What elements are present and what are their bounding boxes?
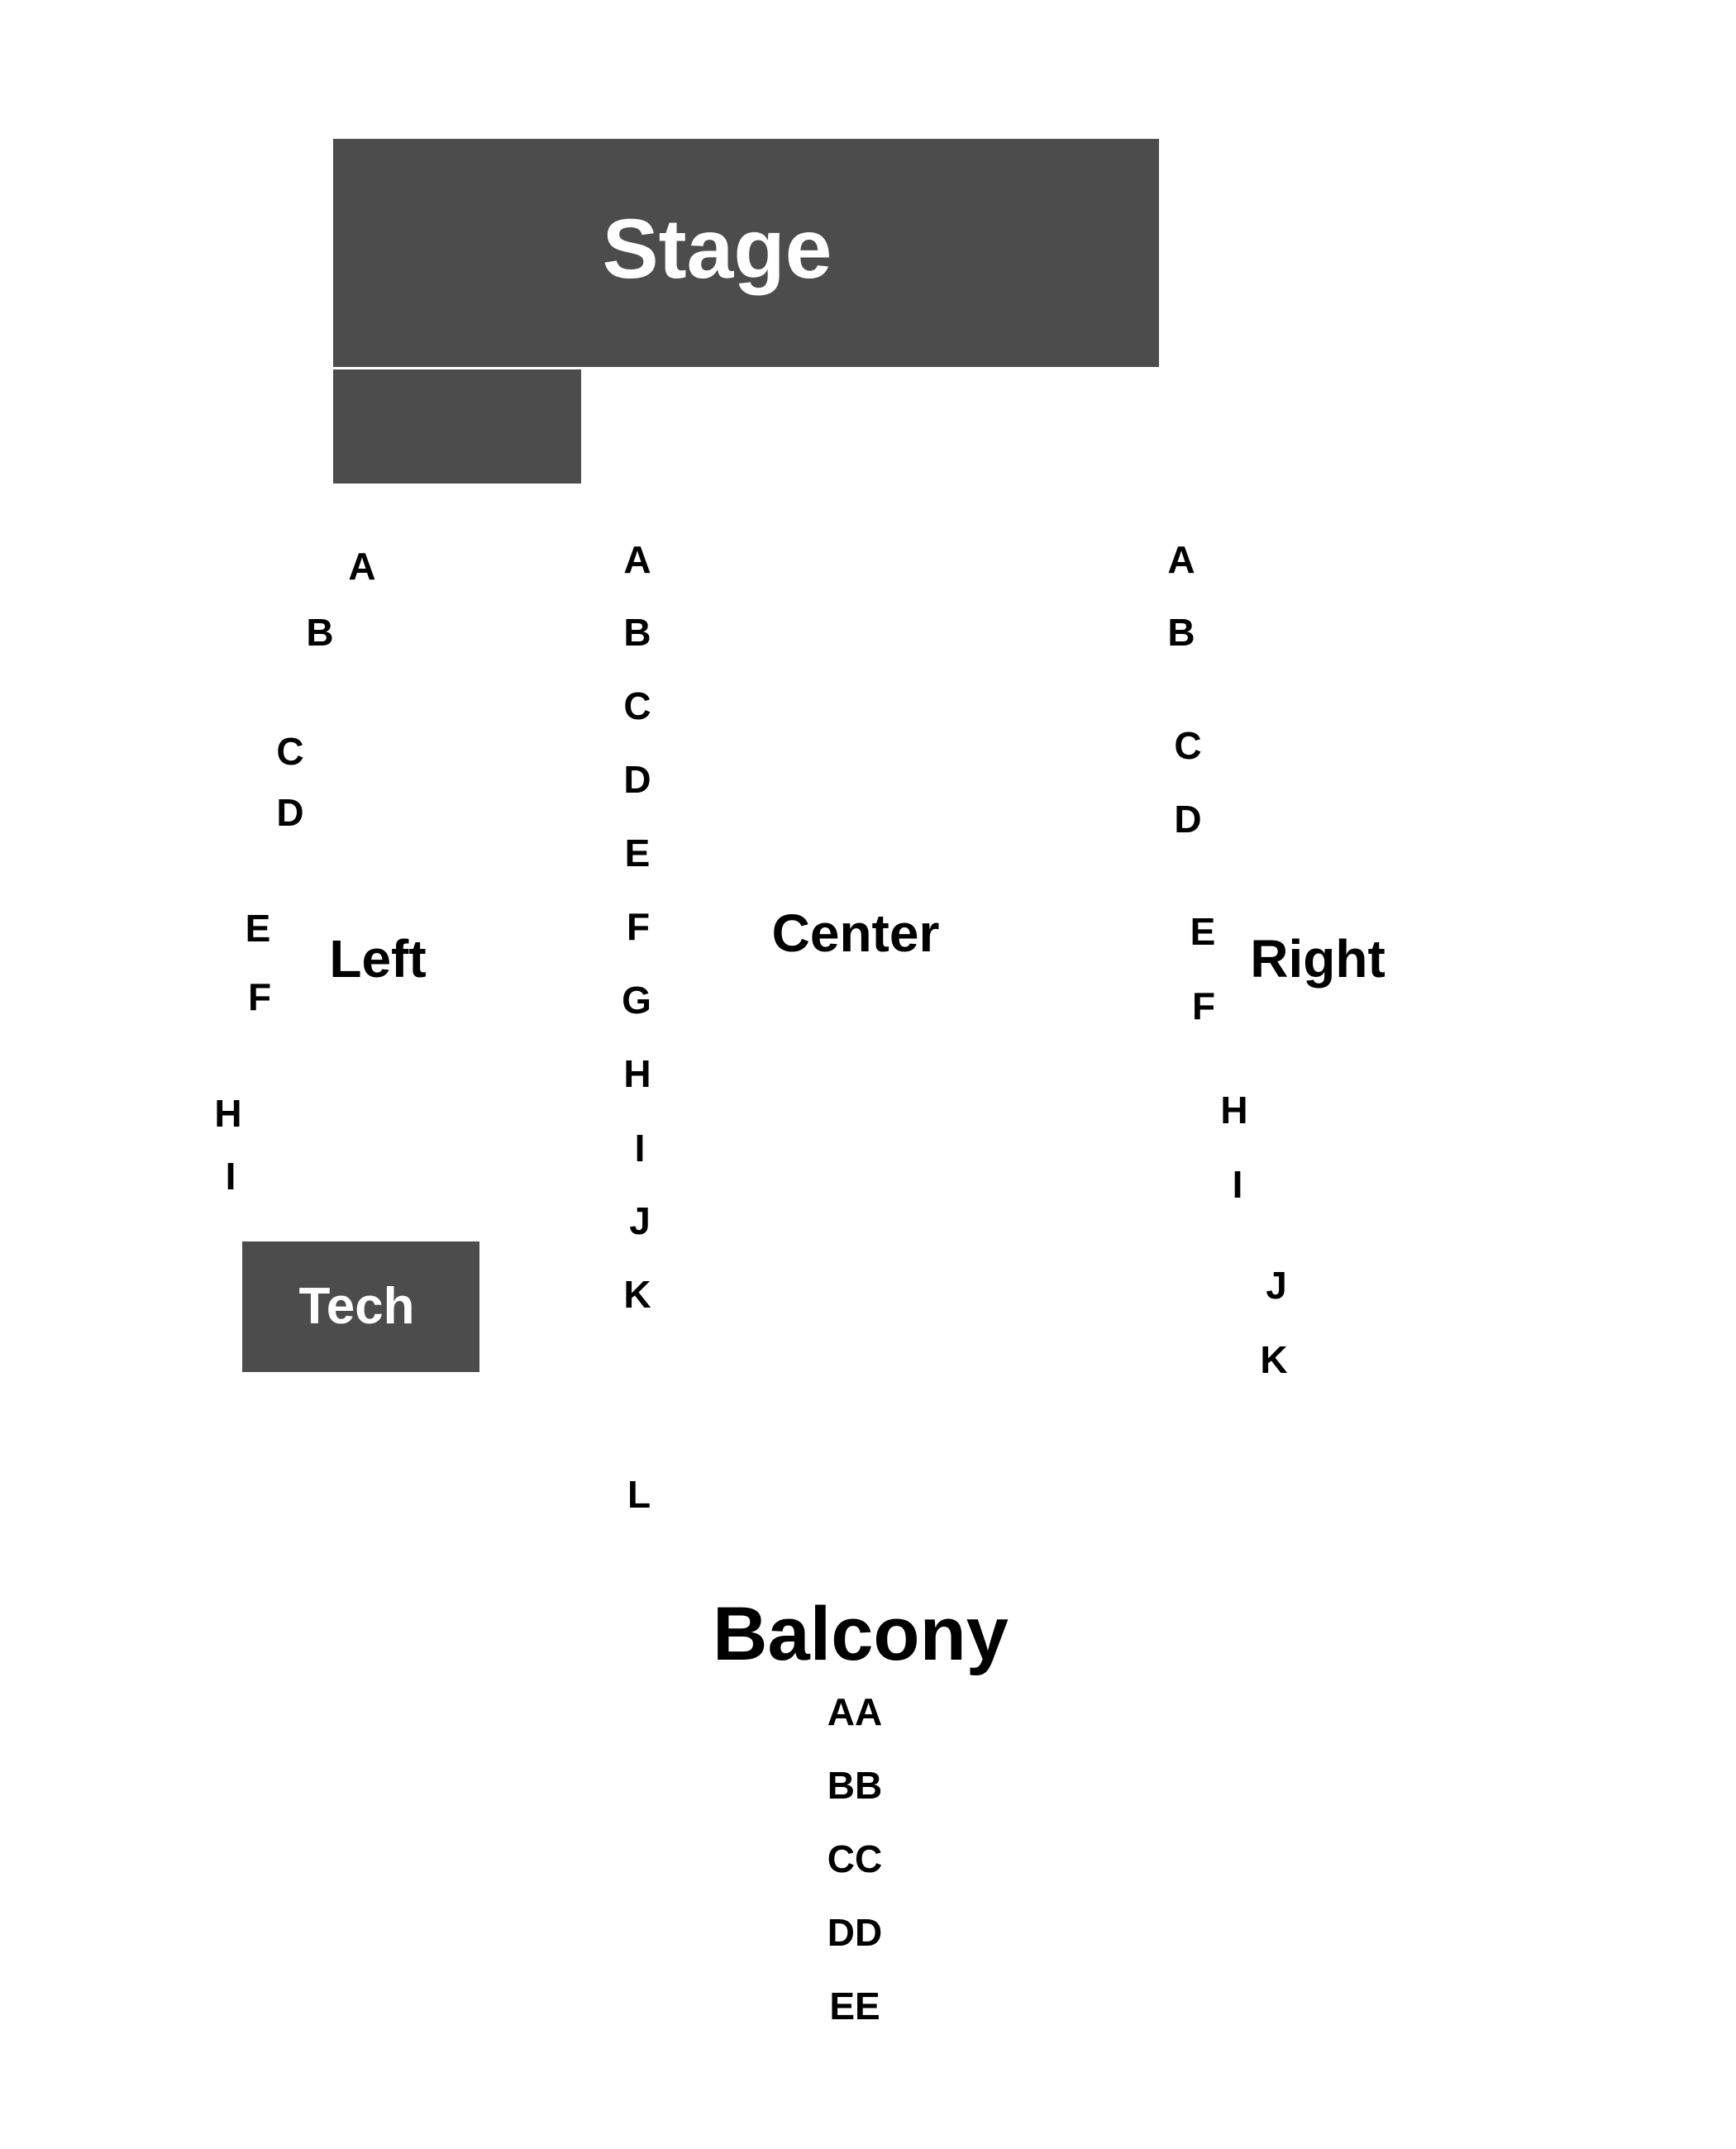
right-row-label: K [1260, 1338, 1288, 1381]
center-row-label: F [626, 905, 651, 948]
balcony-row-label: BB [827, 1764, 883, 1807]
right-row-label: B [1167, 611, 1195, 654]
section-label-center: Center [771, 903, 940, 963]
center-row-label: H [623, 1052, 651, 1095]
right-row-label: D [1174, 798, 1202, 841]
left-row-label: F [247, 975, 272, 1018]
center-row-label: G [622, 979, 651, 1022]
balcony-row-label: DD [827, 1911, 883, 1954]
tech-booth-block: Tech [242, 1241, 479, 1372]
balcony-row-label: CC [827, 1837, 883, 1880]
left-row-label: I [225, 1155, 236, 1198]
center-row-label: E [624, 831, 651, 874]
right-row-label: C [1174, 724, 1202, 767]
left-row-label: A [348, 545, 376, 588]
section-label-left: Left [329, 929, 427, 989]
section-label-right: Right [1250, 929, 1385, 989]
stage-label: Stage [602, 201, 832, 296]
center-row-label: C [623, 684, 651, 727]
section-label-balcony: Balcony [713, 1592, 1009, 1676]
right-row-label: F [1191, 984, 1216, 1027]
center-row-label: L [627, 1473, 651, 1516]
balcony-row-label: AA [827, 1690, 883, 1733]
left-row-label: B [306, 611, 334, 654]
center-row-label: J [629, 1199, 651, 1242]
right-row-label: A [1167, 538, 1195, 581]
left-row-label: H [214, 1092, 242, 1135]
balcony-row-label: EE [829, 1985, 880, 2027]
center-row-label: I [634, 1127, 646, 1170]
right-row-label: H [1220, 1089, 1248, 1132]
right-row-label: I [1232, 1163, 1243, 1206]
left-row-label: C [276, 730, 304, 773]
center-row-label: D [623, 758, 651, 801]
center-row-label: B [623, 611, 651, 654]
right-row-label: E [1190, 910, 1216, 953]
stage-extension-block [333, 369, 581, 484]
right-row-label: J [1266, 1264, 1287, 1307]
tech-label: Tech [298, 1277, 415, 1335]
center-row-label: K [623, 1273, 651, 1316]
left-row-label: E [245, 907, 271, 950]
stage-block: Stage [333, 139, 1159, 367]
left-row-label: D [276, 791, 304, 834]
center-row-label: A [623, 538, 651, 581]
